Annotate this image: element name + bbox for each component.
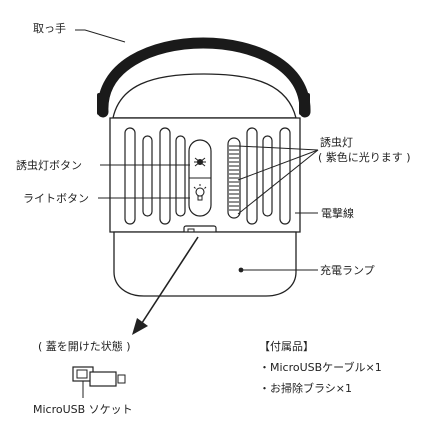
light-button-label: ライトボタン — [23, 192, 89, 205]
handle — [97, 37, 311, 118]
usb-socket-label: MicroUSB ソケット — [33, 403, 133, 416]
usb-socket-closeup — [72, 366, 126, 387]
leader-lines — [75, 29, 319, 271]
insect-lamp-note: ( 紫色に光ります ) — [318, 151, 411, 164]
insect-lamp-button-label: 誘虫灯ボタン — [16, 159, 82, 172]
cage-slots-right — [246, 127, 291, 225]
accessory-item: ・お掃除ブラシ×1 — [259, 382, 352, 395]
light-button[interactable] — [193, 184, 207, 201]
insect-lamp-label: 誘虫灯 — [320, 136, 353, 149]
charge-lamp-label: 充電ランプ — [320, 264, 375, 277]
handle-mount-right — [299, 93, 310, 115]
lid-open-label: ( 蓋を開けた状態 ) — [38, 340, 131, 353]
accessories-title: 【付属品】 — [259, 340, 314, 353]
cage-slots-left — [124, 127, 186, 225]
handle-label: 取っ手 — [33, 22, 66, 35]
base — [113, 231, 297, 297]
zoom-arrow-head — [132, 318, 148, 335]
electric-wire-label: 電撃線 — [321, 207, 354, 220]
insect-lamp-button[interactable] — [194, 157, 206, 167]
zoom-arrow-line — [139, 236, 199, 327]
top-cap — [112, 73, 297, 119]
handle-mount-left — [97, 93, 108, 115]
electric-wire-coil — [227, 137, 241, 219]
accessory-item: ・MicroUSBケーブル×1 — [259, 361, 382, 374]
charge-lamp-indicator — [238, 267, 244, 273]
